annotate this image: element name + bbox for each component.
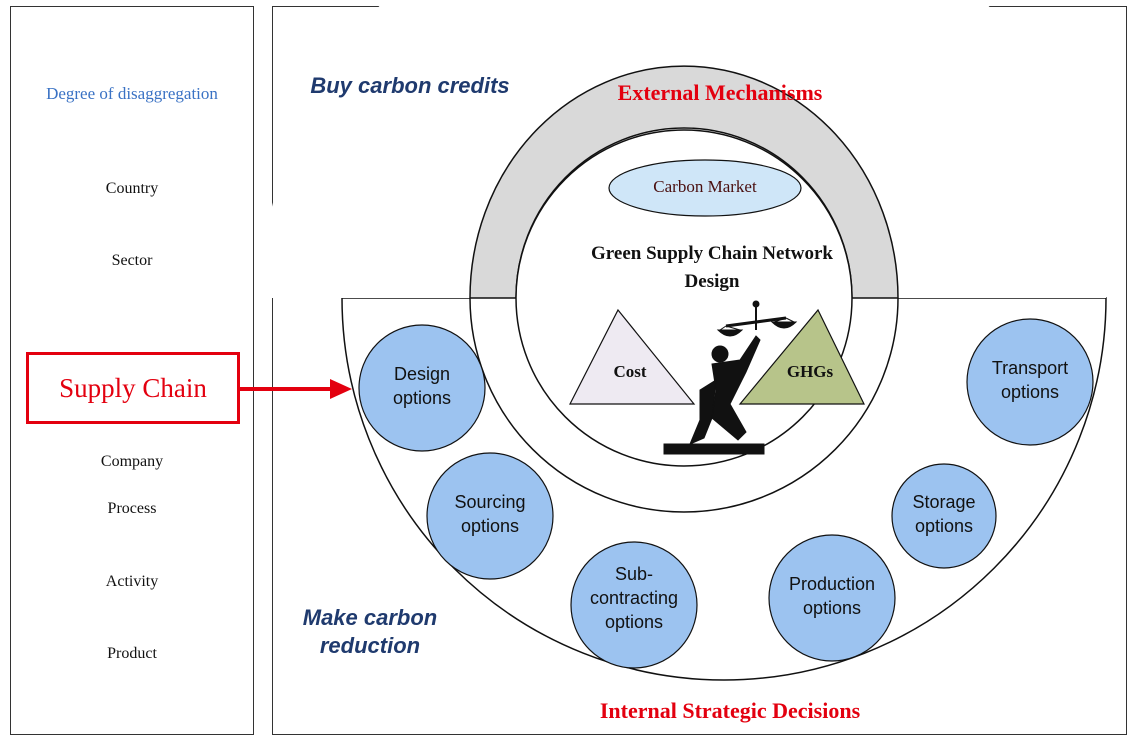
level-activity: Activity: [105, 573, 159, 590]
cost-triangle: [569, 308, 696, 405]
carbon-market-ellipse: [608, 159, 802, 217]
internal-decisions-label: Internal Strategic Decisions: [599, 698, 861, 723]
ghgs-shape: [738, 308, 865, 405]
subcontracting-options-circle: [570, 541, 698, 669]
justice-scales-icon: [663, 300, 798, 455]
sourcing-options-label: Sourcing options: [454, 492, 526, 536]
level-company: Company: [100, 453, 164, 470]
disaggregation-header: Degree of disaggregation: [46, 84, 218, 103]
design-options-label: Design options: [392, 364, 452, 408]
storage-options-label: Storage options: [912, 492, 976, 536]
make-carbon-reduction-label: Make carbon reduction: [302, 605, 438, 658]
level-product: Product: [107, 645, 157, 662]
carbon-market-label: Carbon Market: [653, 177, 757, 196]
level-process: Process: [107, 500, 157, 517]
transport-options-circle: [966, 318, 1094, 446]
design-options-circle: [358, 324, 486, 452]
supply-chain-label: Supply Chain: [59, 372, 207, 403]
production-options-label: Production options: [788, 574, 876, 618]
center-title: Green Supply Chain Network Design: [591, 243, 833, 292]
ghgs-label: GHGs: [786, 362, 834, 381]
level-country: Country: [105, 180, 159, 197]
level-sector: Sector: [111, 252, 153, 269]
production-options-circle: [768, 534, 896, 662]
external-gray-arc: [469, 65, 899, 299]
subcontracting-options-label: Sub-contracting options: [589, 564, 679, 632]
external-mechanisms-label: External Mechanisms: [617, 80, 823, 105]
supply-chain-highlight: Supply Chain: [26, 352, 240, 424]
external-arc: [262, 0, 1106, 298]
cost-label: Cost: [613, 362, 647, 381]
sourcing-options-circle: [426, 452, 554, 580]
transport-options-label: Transport options: [991, 358, 1069, 402]
buy-carbon-credits-label: Buy carbon credits: [310, 73, 510, 98]
storage-options-circle: [891, 463, 997, 569]
arrow-head: [330, 379, 352, 399]
